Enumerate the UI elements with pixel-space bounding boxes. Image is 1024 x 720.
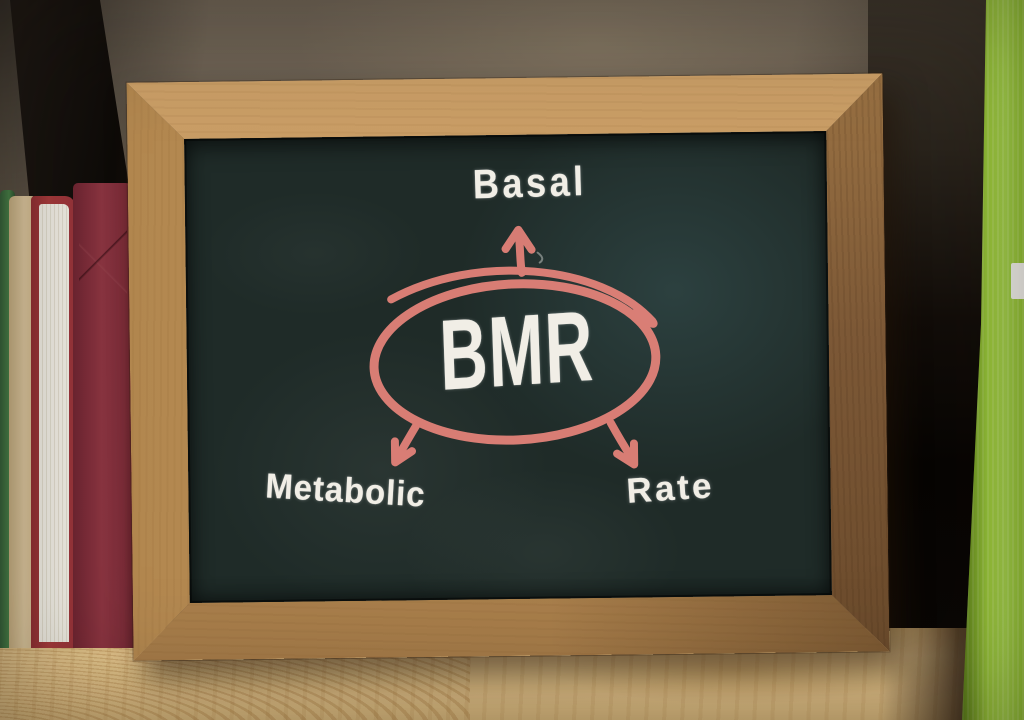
chalkboard-surface: Basal BMR Metabolic Rate [184,131,832,603]
chalk-drawing [369,225,661,469]
arrow-down-right-head [613,439,639,469]
maroon-book [73,183,137,648]
white-paper-sliver [1011,263,1024,299]
arrow-up-head [501,225,536,254]
bmr-circle [369,279,661,445]
label-bmr: BMR [437,289,596,412]
chalkboard: Basal BMR Metabolic Rate [126,73,889,660]
bmr-circle-overstroke [387,266,658,328]
chalk-smudge [536,251,544,264]
embossed-spine-pattern [79,217,127,307]
book-pages [39,204,69,642]
book-stack [0,183,150,648]
label-basal: Basal [472,158,588,208]
red-book [31,196,75,648]
arrow-down-left-head [390,437,417,467]
